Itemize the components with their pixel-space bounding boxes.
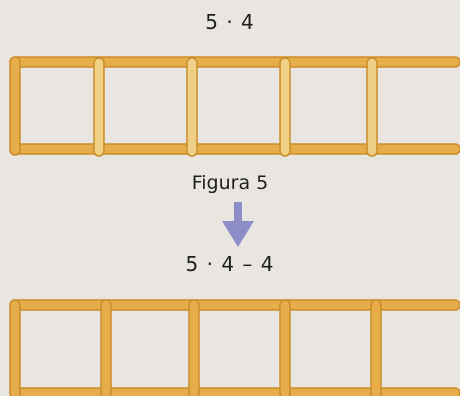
bottom-figure-top-rail bbox=[10, 300, 460, 310]
top-figure-left-stick bbox=[10, 57, 20, 155]
top-figure-bottom-rail bbox=[10, 144, 460, 154]
top-figure-shared-stick-2 bbox=[187, 58, 197, 156]
bottom-figure-stick-2 bbox=[189, 300, 199, 396]
figure-caption: Figura 5 bbox=[0, 172, 460, 194]
bottom-expression: 5 · 4 – 4 bbox=[0, 252, 460, 276]
bottom-figure-stick-4 bbox=[371, 300, 381, 396]
bottom-figure-stick-3 bbox=[280, 300, 290, 396]
down-arrow-icon bbox=[222, 202, 254, 247]
bottom-figure-bottom-rail bbox=[10, 388, 460, 396]
bottom-figure-stick-1 bbox=[101, 300, 111, 396]
top-figure-top-rail bbox=[10, 57, 460, 67]
top-figure-shared-stick-4 bbox=[367, 58, 377, 156]
top-matchstick-figure bbox=[10, 57, 460, 156]
top-figure-shared-stick-3 bbox=[280, 58, 290, 156]
top-figure-shared-stick-1 bbox=[94, 58, 104, 156]
bottom-matchstick-figure bbox=[10, 300, 460, 396]
bottom-figure-left-stick bbox=[10, 300, 20, 396]
